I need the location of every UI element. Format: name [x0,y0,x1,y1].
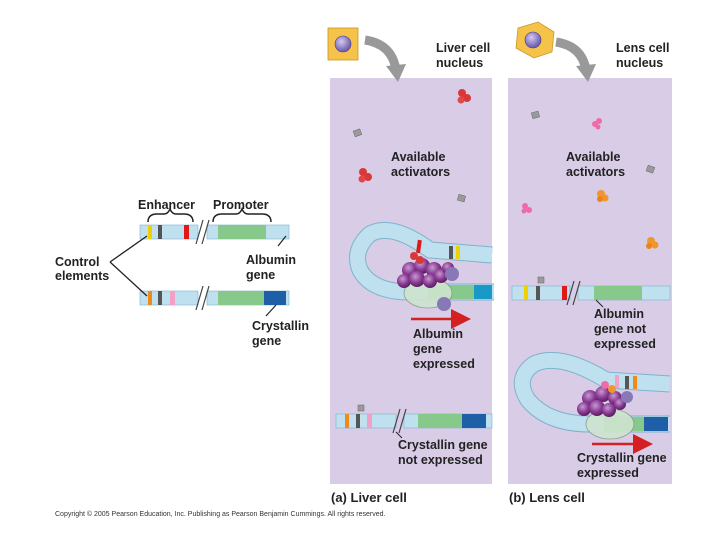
crystallin-dna [139,285,290,311]
control-elements-label-1: Control [55,255,99,269]
liver-cell-caption: (a) Liver cell [331,490,407,505]
lens-albumin-dna [511,276,671,308]
enhancer-brace [147,206,194,223]
control-elements-label-2: elements [55,269,109,283]
reference-genes: Enhancer Promoter Control elements Album… [55,198,309,348]
lens-crystallin-expressed-2: expressed [577,466,639,480]
albumin-gene-label-1: Albumin [246,253,296,267]
copyright-notice: Copyright © 2005 Pearson Education, Inc.… [55,510,385,518]
promoter-brace [212,206,272,223]
liver-activators-label-1: Available [391,150,445,164]
lens-albumin-not-expressed-2: gene not [594,322,647,336]
liver-nucleus-label-1: Liver cell [436,41,490,55]
liver-activators-label-2: activators [391,165,450,179]
liver-albumin-loop [349,221,494,329]
lens-albumin-not-expressed-1: Albumin [594,307,644,321]
liver-crystallin-not-expressed-2: not expressed [398,453,483,467]
albumin-gene-label-2: gene [246,268,275,282]
liver-albumin-expressed-1: Albumin [413,327,463,341]
lens-crystallin-loop [513,351,671,454]
promoter-label: Promoter [213,198,269,212]
liver-activator-complex [397,252,459,311]
crystallin-gene-label-1: Crystallin [252,319,309,333]
liver-activators [352,89,471,203]
lens-nucleus-label-2: nucleus [616,56,663,70]
liver-crystallin-dna [335,404,493,439]
lens-nucleus-label-1: Lens cell [616,41,670,55]
lens-cell-caption: (b) Lens cell [509,490,585,505]
lens-activators [521,110,659,249]
lens-activators-label-2: activators [566,165,625,179]
lens-crystallin-expressed-1: Crystallin gene [577,451,667,465]
lens-activators-label-1: Available [566,150,620,164]
lens-albumin-not-expressed-3: expressed [594,337,656,351]
panel-liver-cell: Liver cell nucleus Available activators [327,27,494,505]
crystallin-gene-label-2: gene [252,334,281,348]
liver-albumin-expressed-3: expressed [413,357,475,371]
liver-albumin-expressed-2: gene [413,342,442,356]
enhancer-label: Enhancer [138,198,195,212]
panel-lens-cell: Lens cell nucleus Available activators A… [508,21,672,505]
liver-crystallin-not-expressed-1: Crystallin gene [398,438,488,452]
lens-activator-complex [577,381,633,417]
liver-nucleus-label-2: nucleus [436,56,483,70]
albumin-dna [139,219,290,245]
